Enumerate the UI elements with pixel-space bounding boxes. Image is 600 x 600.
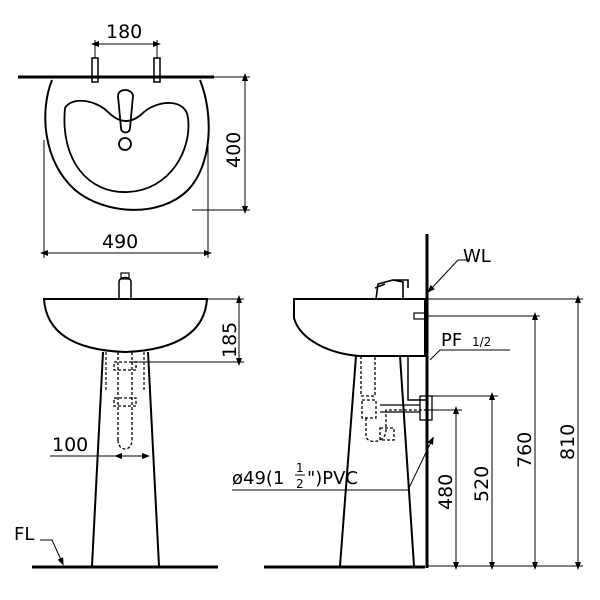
drain-frac-den: 2: [296, 477, 304, 491]
fl-label: FL: [14, 524, 34, 545]
pf-size-label: 1/2: [472, 335, 491, 349]
top-drain-hole: [118, 137, 132, 151]
dim-400-label: 400: [223, 132, 245, 168]
front-faucet: [118, 276, 132, 299]
dim-490-label: 490: [102, 231, 138, 253]
pf-leader: [429, 349, 510, 361]
pf-label: PF: [441, 330, 462, 351]
top-faucet: [117, 89, 134, 134]
front-pedestal: [91, 351, 160, 567]
wl-label: WL: [463, 246, 491, 267]
front-trap: [113, 352, 137, 450]
front-basin: [42, 298, 209, 354]
wl-leader: [430, 259, 470, 290]
dim-185-label: 185: [219, 322, 241, 358]
dim-480-label: 480: [435, 474, 457, 510]
dim-520-label: 520: [471, 466, 493, 502]
dim-810-label: 810: [557, 424, 579, 460]
dim-760-label: 760: [514, 432, 536, 468]
drain-frac-num: 1: [296, 461, 304, 475]
top-basin-outline: [44, 79, 210, 211]
fl-leader: [40, 539, 64, 566]
side-trap: [360, 355, 426, 442]
drain-label-prefix: ø49(1: [232, 468, 284, 489]
front-view: [32, 272, 244, 569]
side-faucet: [374, 279, 409, 300]
dim-180-label: 180: [106, 21, 142, 43]
side-pedestal: [339, 355, 415, 567]
top-bowl-outline: [63, 99, 190, 193]
top-view: [18, 40, 250, 258]
side-basin: [293, 298, 426, 357]
side-view: [232, 234, 583, 570]
drain-label-suffix: ")PVC: [307, 468, 358, 489]
dim-100-label: 100: [52, 434, 88, 456]
drain-leader: [232, 436, 434, 491]
